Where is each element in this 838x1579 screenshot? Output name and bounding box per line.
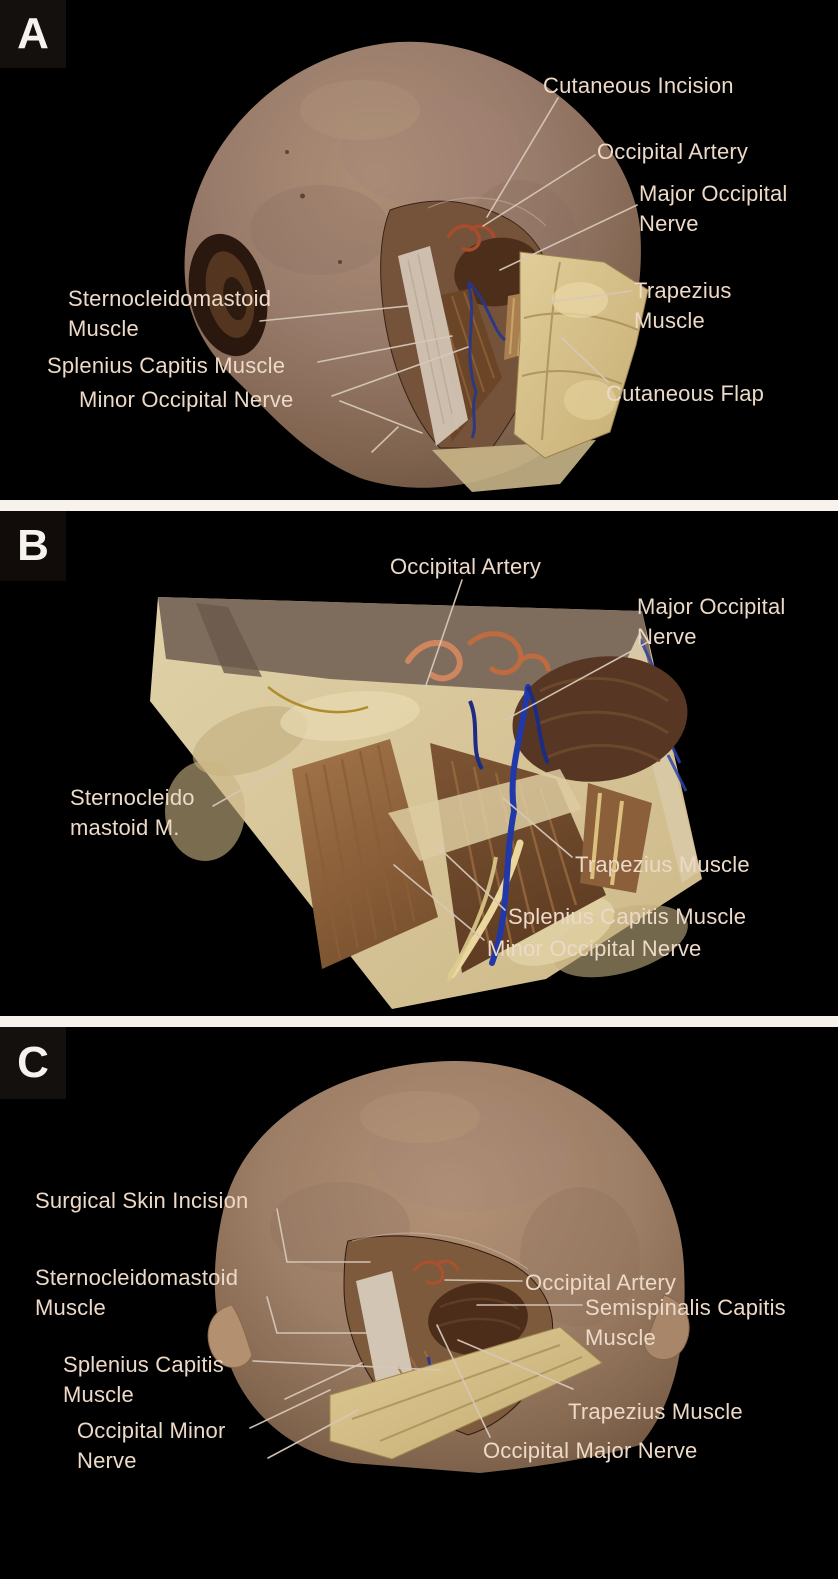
hair-streak	[196, 603, 262, 677]
flap-base-c	[329, 1326, 603, 1460]
leader-line-minor-occipital-b	[393, 864, 485, 941]
leader-line-minor-occipital-3	[371, 426, 399, 453]
label-major-occipital-nerve-b: Major Occipital Nerve	[637, 594, 786, 649]
cutaneous-flap-illustration-c	[329, 1326, 603, 1460]
panel-b-photo	[150, 579, 702, 1009]
vein-illustration-b	[489, 684, 531, 966]
incision-line-illustration	[427, 197, 547, 227]
nerve-cord-illustration	[448, 839, 524, 979]
panel-letter-b: B	[0, 511, 66, 581]
ear-illustration	[188, 233, 268, 357]
scm-band-shading	[407, 253, 453, 425]
occipital-artery-illustration	[446, 224, 496, 252]
left-ear-illustration	[207, 1304, 253, 1368]
vein-illustration	[466, 280, 507, 439]
leader-line-minor-occipital-1	[331, 346, 469, 397]
panel-b: B Occipital Artery Major Occipital Nerve…	[0, 511, 838, 1016]
label-splenius-capitis-a: Splenius Capitis Muscle	[47, 353, 286, 378]
trapezius-tendons	[590, 792, 624, 886]
vein-branch-b	[468, 686, 550, 771]
fascia-mottling	[165, 691, 688, 978]
label-occipital-major-c: Occipital Major Nerve	[483, 1438, 698, 1463]
semispinalis-striations	[535, 676, 669, 763]
label-trapezius-c: Trapezius Muscle	[568, 1399, 743, 1424]
label-cutaneous-flap: Cutaneous Flap	[606, 381, 765, 406]
label-occipital-artery-c: Occipital Artery	[525, 1270, 677, 1295]
occipital-artery-illustration-c	[412, 1259, 460, 1285]
label-sternocleido-mastoid-b: Sternocleido mastoid M.	[70, 785, 195, 840]
leader-line-cutaneous-incision	[486, 97, 559, 218]
leader-line-splenius-c-1	[252, 1360, 441, 1371]
occipital-artery-loops	[405, 639, 463, 682]
panel-c-photo	[207, 1060, 690, 1473]
leader-line-occipital-artery-b	[424, 579, 463, 689]
label-surgical-skin-incision: Surgical Skin Incision	[35, 1188, 249, 1213]
scm-striations	[304, 744, 416, 960]
label-trapezius-a: Trapezius Muscle	[634, 278, 732, 333]
label-splenius-capitis-b: Splenius Capitis Muscle	[508, 904, 747, 929]
panel-a-photo	[184, 41, 649, 492]
leader-line-minor-occipital-2	[339, 400, 423, 434]
right-ear-illustration	[643, 1294, 690, 1361]
panel-b-leader-lines	[212, 579, 649, 941]
label-sternocleidomastoid-a: Sternocleidomastoid Muscle	[68, 286, 272, 341]
fascia-shelf-band	[388, 769, 582, 861]
panel-letter-a: A	[0, 0, 66, 68]
dissection-photo-b	[150, 597, 702, 1009]
label-occipital-minor-c: Occipital Minor Nerve	[77, 1418, 226, 1473]
panel-a-leader-lines	[259, 97, 638, 453]
panel-c: C Surgical Skin Incision Sternocleidomas…	[0, 1027, 838, 1579]
label-semispinalis-capitis-c: Semispinalis Capitis Muscle	[585, 1295, 786, 1350]
cutaneous-flap-illustration	[513, 251, 649, 459]
leader-line-splenius-c-2	[284, 1362, 363, 1400]
leader-line-surgical-skin-incision	[276, 1208, 371, 1263]
leader-line-sternocleido-b	[212, 762, 290, 807]
incision-line-illustration-c	[351, 1232, 529, 1270]
leader-line-occipital-artery	[482, 154, 596, 227]
flap-fat-lobule	[564, 380, 616, 420]
label-splenius-capitis-c: Splenius Capitis Muscle	[63, 1352, 224, 1407]
label-trapezius-b: Trapezius Muscle	[575, 852, 750, 877]
leader-line-cutaneous-flap	[561, 337, 609, 383]
leader-line-trapezius-b	[502, 797, 573, 858]
label-occipital-artery-b: Occipital Artery	[390, 554, 542, 579]
label-minor-occipital-b: Minor Occipital Nerve	[487, 936, 702, 961]
leader-line-sternocleidomastoid	[259, 305, 409, 322]
leader-line-major-occipital-nerve-b	[504, 641, 649, 721]
gold-wire	[267, 686, 369, 714]
occipital-artery-loops-2	[467, 631, 551, 676]
leader-line-major-occipital-nerve	[499, 204, 638, 271]
leader-line-occipital-artery-c	[444, 1279, 523, 1282]
label-major-occipital-nerve-a: Major Occipital Nerve	[639, 181, 788, 236]
scm-bundle	[292, 739, 438, 969]
leader-line-occipital-minor-2	[267, 1409, 359, 1459]
flap-fat-lobule	[552, 282, 608, 318]
label-sternocleidomastoid-c: Sternocleidomastoid Muscle	[35, 1265, 239, 1320]
panel-letter-c: C	[0, 1027, 66, 1099]
leader-line-splenius-b	[435, 844, 506, 911]
nerve-cord-thin	[446, 856, 498, 982]
leader-line-splenius-capitis	[317, 335, 453, 363]
label-cutaneous-incision: Cutaneous Incision	[543, 73, 734, 98]
panel-a: A Cutaneous Incision Occipital Artery Ma…	[0, 0, 838, 500]
leader-line-trapezius-c	[457, 1339, 574, 1390]
leader-line-occipital-major	[436, 1324, 491, 1438]
label-occipital-artery-a: Occipital Artery	[597, 139, 749, 164]
panel-separator-1	[0, 500, 838, 511]
panel-separator-2	[0, 1016, 838, 1027]
flap-creases-c	[351, 1344, 583, 1442]
skin-edge-band	[158, 597, 654, 693]
panel-c-leader-lines	[249, 1208, 583, 1459]
leader-line-trapezius	[548, 290, 632, 303]
leader-line-occipital-minor-1	[249, 1389, 331, 1429]
label-minor-occipital-a: Minor Occipital Nerve	[79, 387, 294, 412]
leader-line-sternocleidomastoid-c	[266, 1296, 369, 1334]
